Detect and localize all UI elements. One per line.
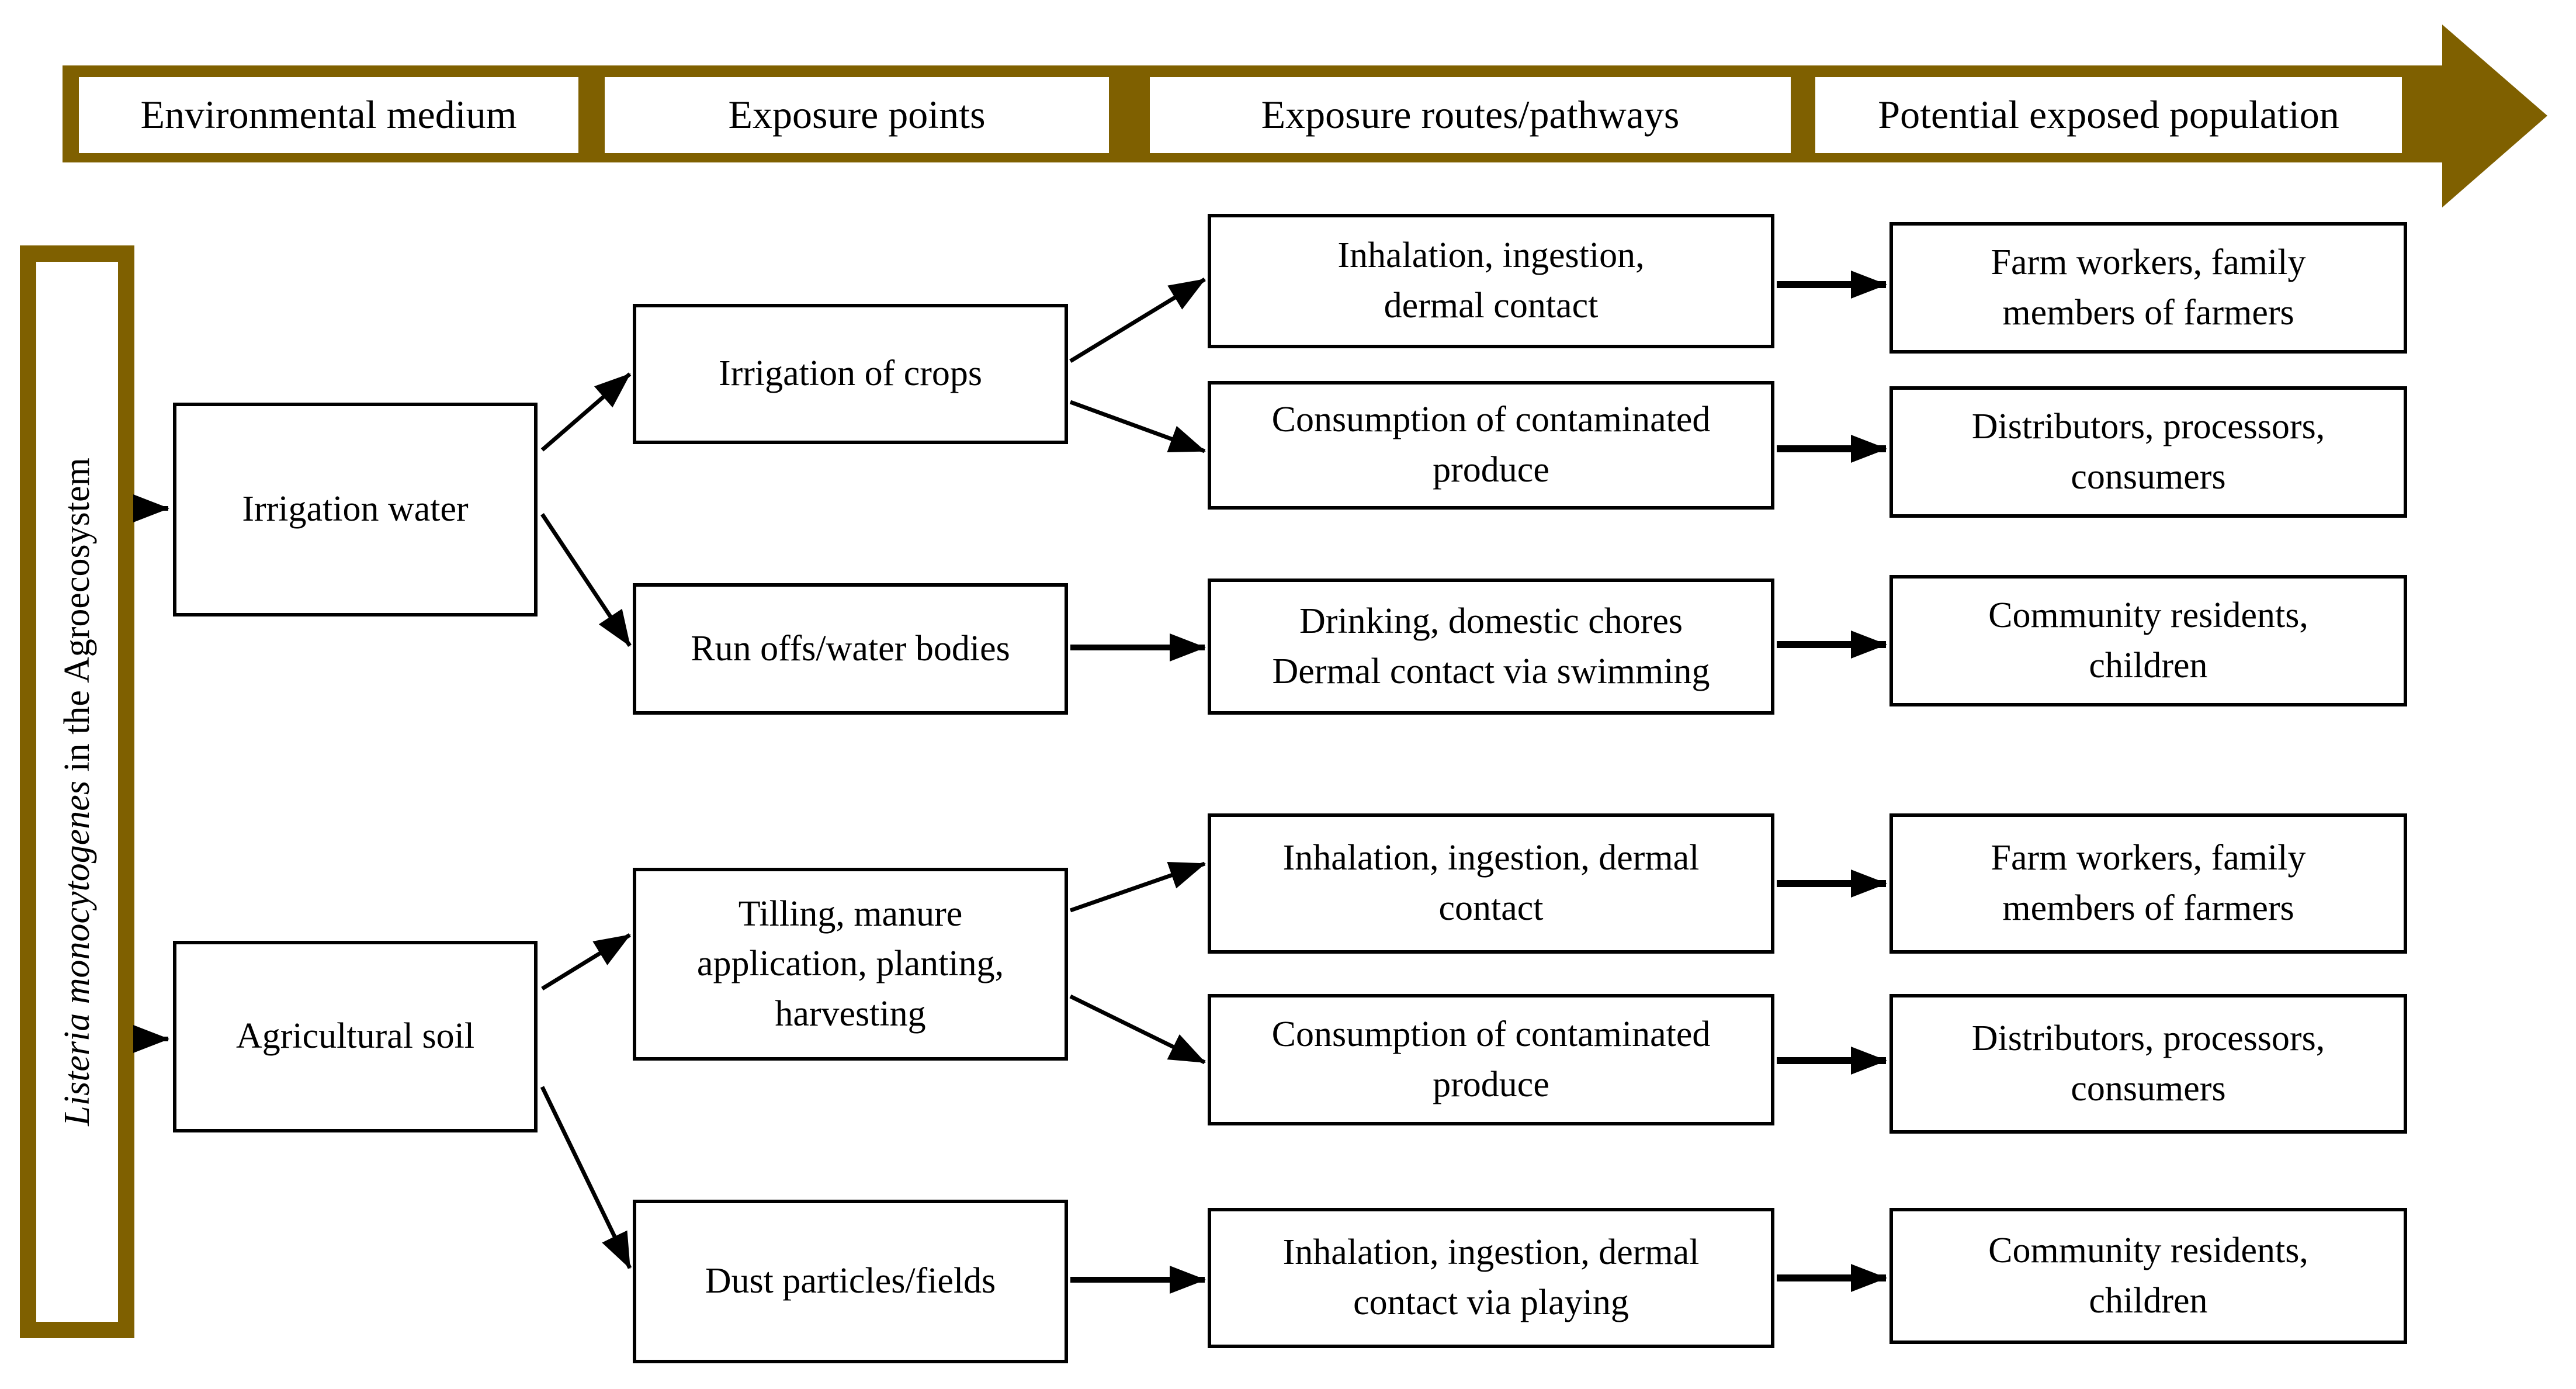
exposure-point-box-irrigation-of-crops: Irrigation of crops bbox=[633, 304, 1068, 444]
population-box-distributors-1: Distributors, processors, consumers bbox=[1889, 386, 2407, 518]
diagram-title-italic: Listeria monocytogenes bbox=[57, 781, 97, 1126]
population-label: Farm workers, family members of farmers bbox=[1991, 838, 2306, 928]
sidebar-title-bar bbox=[20, 245, 134, 1338]
arrow-water-to-crops bbox=[540, 372, 632, 452]
population-box-distributors-2: Distributors, processors, consumers bbox=[1889, 994, 2407, 1134]
exposure-point-box-tilling: Tilling, manure application, planting, h… bbox=[633, 868, 1068, 1061]
route-box-consumption-1: Consumption of contaminated produce bbox=[1208, 381, 1774, 510]
header-label: Exposure points bbox=[728, 92, 986, 137]
route-label: Inhalation, ingestion, dermal contact vi… bbox=[1282, 1232, 1700, 1322]
arrow-crops-to-consumption bbox=[1069, 400, 1206, 453]
arrow-tilling-to-inhalation bbox=[1069, 861, 1206, 913]
route-box-inhalation-dermal-2: Inhalation, ingestion, dermal contact bbox=[1208, 813, 1774, 954]
population-label: Farm workers, family members of farmers bbox=[1991, 242, 2306, 332]
header-column-exposure-points: Exposure points bbox=[605, 77, 1109, 153]
population-box-farm-workers-2: Farm workers, family members of farmers bbox=[1889, 813, 2407, 954]
arrow-water-to-runoffs bbox=[540, 513, 632, 647]
medium-label: Irrigation water bbox=[242, 489, 469, 529]
header-arrowhead-icon bbox=[2442, 25, 2547, 207]
diagram-title: Listeria monocytogenes in the Agroecosys… bbox=[42, 266, 112, 1318]
exposure-point-label: Tilling, manure application, planting, h… bbox=[696, 893, 1004, 1034]
medium-label: Agricultural soil bbox=[235, 1016, 475, 1057]
route-label: Inhalation, ingestion, dermal contact bbox=[1282, 838, 1700, 928]
exposure-point-box-dust-particles: Dust particles/fields bbox=[633, 1200, 1068, 1363]
population-label: Community residents, children bbox=[1988, 595, 2308, 685]
route-label: Consumption of contaminated produce bbox=[1271, 400, 1711, 490]
header-column-potential-population: Potential exposed population bbox=[1815, 77, 2402, 153]
route-label: Consumption of contaminated produce bbox=[1271, 1014, 1711, 1104]
arrow-soil-to-tilling bbox=[541, 933, 631, 990]
population-box-farm-workers-1: Farm workers, family members of farmers bbox=[1889, 222, 2407, 354]
header-column-exposure-routes: Exposure routes/pathways bbox=[1150, 77, 1791, 153]
route-box-inhalation-playing: Inhalation, ingestion, dermal contact vi… bbox=[1208, 1208, 1774, 1348]
route-box-consumption-2: Consumption of contaminated produce bbox=[1208, 994, 1774, 1125]
exposure-point-box-run-offs: Run offs/water bodies bbox=[633, 583, 1068, 715]
medium-box-irrigation-water: Irrigation water bbox=[173, 403, 538, 616]
exposure-point-label: Run offs/water bodies bbox=[691, 628, 1010, 668]
population-label: Distributors, processors, consumers bbox=[1971, 1018, 2325, 1109]
route-label: Drinking, domestic chores Dermal contact… bbox=[1272, 601, 1710, 691]
header-column-environmental-medium: Environmental medium bbox=[79, 77, 578, 153]
route-box-inhalation-dermal-1: Inhalation, ingestion, dermal contact bbox=[1208, 214, 1774, 348]
exposure-point-label: Dust particles/fields bbox=[705, 1261, 996, 1301]
population-box-community-residents-2: Community residents, children bbox=[1889, 1208, 2407, 1344]
route-label: Inhalation, ingestion, dermal contact bbox=[1337, 235, 1645, 325]
arrow-crops-to-inhalation bbox=[1069, 278, 1206, 363]
header-label: Exposure routes/pathways bbox=[1261, 92, 1680, 137]
population-label: Community residents, children bbox=[1988, 1230, 2308, 1321]
sidebar-title-bar-inner bbox=[36, 262, 118, 1322]
medium-box-agricultural-soil: Agricultural soil bbox=[173, 941, 538, 1132]
population-box-community-residents-1: Community residents, children bbox=[1889, 575, 2407, 706]
route-box-drinking-swimming: Drinking, domestic chores Dermal contact… bbox=[1208, 579, 1774, 715]
arrow-tilling-to-consumption bbox=[1069, 994, 1206, 1065]
arrow-soil-to-dust bbox=[540, 1086, 632, 1269]
header-label: Potential exposed population bbox=[1878, 92, 2339, 137]
diagram-title-rest: in the Agroecosystem bbox=[57, 458, 97, 781]
exposure-point-label: Irrigation of crops bbox=[718, 354, 983, 394]
population-label: Distributors, processors, consumers bbox=[1971, 406, 2325, 497]
header-label: Environmental medium bbox=[140, 92, 517, 137]
